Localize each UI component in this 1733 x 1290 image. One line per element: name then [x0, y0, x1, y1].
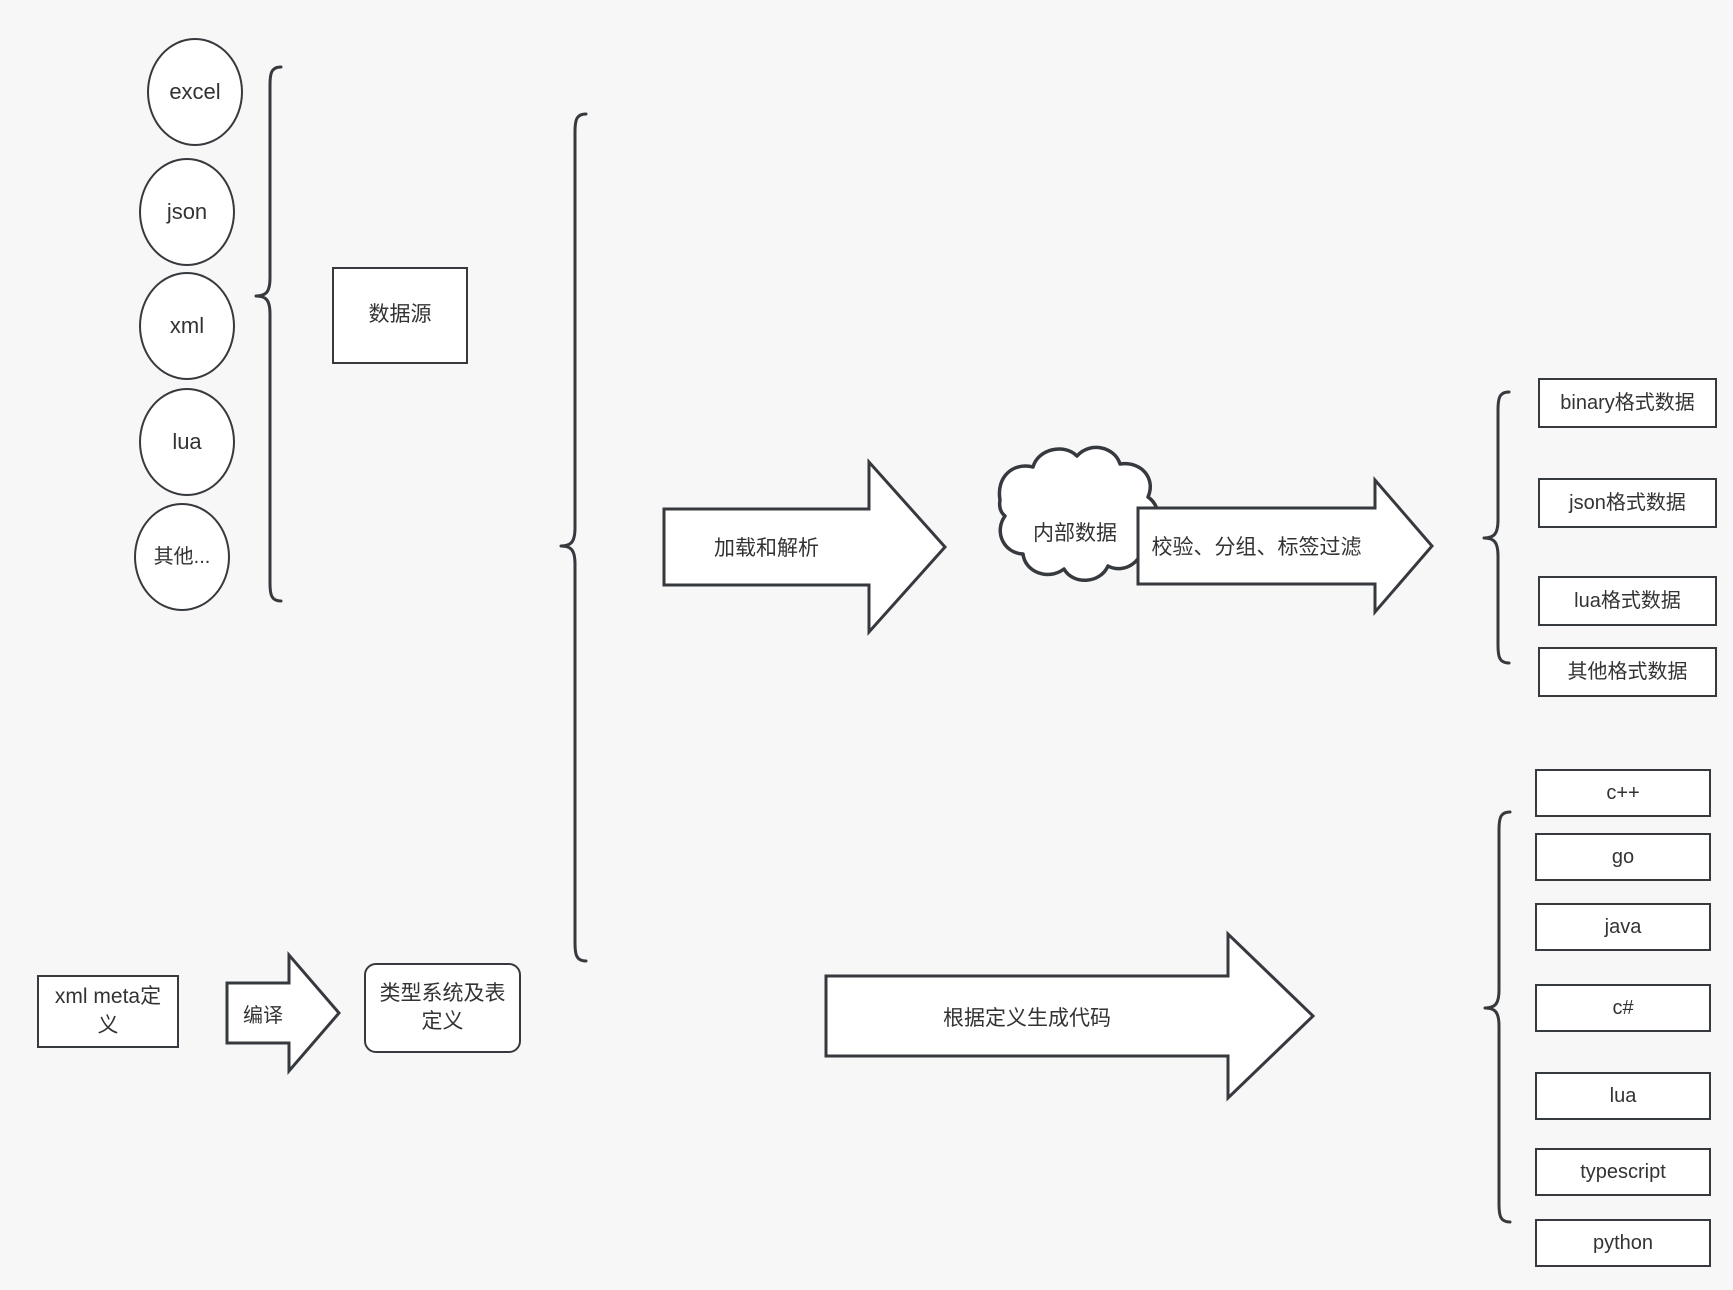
codegen-lang-cpp[interactable]: c++	[1535, 769, 1711, 817]
data-source-other-label: 其他...	[153, 545, 211, 568]
codegen-lang-csharp[interactable]: c#	[1535, 984, 1711, 1032]
codegen-lang-java-label: java	[1604, 915, 1642, 938]
type-system-label: 类型系统及表定义	[379, 981, 506, 1033]
codegen-lang-lua[interactable]: lua	[1535, 1072, 1711, 1120]
codegen-lang-python-label: python	[1592, 1231, 1654, 1254]
arrow-load-parse-label: 加载和解析	[714, 537, 819, 560]
type-system-box[interactable]: 类型系统及表定义	[364, 963, 521, 1053]
data-source-xml-label: xml	[169, 313, 205, 339]
codegen-lang-go-label: go	[1611, 845, 1635, 868]
data-source-excel[interactable]: excel	[147, 38, 243, 146]
arrow-validate-group-filter	[1136, 475, 1434, 617]
output-format-binary[interactable]: binary格式数据	[1538, 378, 1717, 428]
output-format-lua[interactable]: lua格式数据	[1538, 576, 1717, 626]
data-source-lua[interactable]: lua	[139, 388, 235, 496]
arrow-filter-label-wrap: 校验、分组、标签过滤	[1138, 523, 1375, 569]
xml-meta-definition-box[interactable]: xml meta定义	[37, 975, 179, 1048]
arrow-compile-label-wrap: 编译	[227, 993, 299, 1033]
cloud-internal-data-label-wrap: 内部数据	[995, 512, 1155, 552]
output-format-json[interactable]: json格式数据	[1538, 478, 1717, 528]
arrow-filter-label: 校验、分组、标签过滤	[1151, 536, 1362, 559]
arrow-compile-label: 编译	[243, 1004, 283, 1027]
arrow-compile	[225, 950, 341, 1076]
output-format-json-label: json格式数据	[1569, 491, 1686, 514]
data-source-lua-label: lua	[172, 429, 202, 455]
output-format-other-label: 其他格式数据	[1567, 660, 1688, 683]
data-source-group-box[interactable]: 数据源	[332, 267, 468, 364]
codegen-lang-cpp-label: c++	[1606, 781, 1640, 804]
arrow-load-parse	[662, 458, 948, 636]
output-format-lua-label: lua格式数据	[1574, 589, 1681, 612]
brace-data-sources	[254, 65, 283, 603]
data-source-group-label: 数据源	[368, 303, 432, 327]
output-format-other[interactable]: 其他格式数据	[1538, 647, 1717, 697]
data-source-json-label: json	[166, 199, 208, 225]
codegen-lang-lua-label: lua	[1609, 1084, 1637, 1107]
cloud-internal-data-label: 内部数据	[1033, 522, 1117, 545]
data-source-other[interactable]: 其他...	[134, 503, 230, 611]
arrow-generate-code-label: 根据定义生成代码	[943, 1007, 1111, 1030]
brace-codegen-languages	[1483, 810, 1512, 1224]
brace-pipeline-inputs	[559, 112, 588, 963]
codegen-lang-typescript[interactable]: typescript	[1535, 1148, 1711, 1196]
data-source-excel-label: excel	[169, 79, 221, 105]
data-source-json[interactable]: json	[139, 158, 235, 266]
codegen-lang-go[interactable]: go	[1535, 833, 1711, 881]
xml-meta-definition-label: xml meta定义	[54, 985, 162, 1037]
arrow-generate-code-label-wrap: 根据定义生成代码	[826, 996, 1228, 1038]
codegen-lang-java[interactable]: java	[1535, 903, 1711, 951]
codegen-lang-typescript-label: typescript	[1580, 1160, 1666, 1183]
codegen-lang-python[interactable]: python	[1535, 1219, 1711, 1267]
arrow-load-parse-label-wrap: 加载和解析	[664, 524, 869, 570]
brace-output-formats	[1482, 390, 1511, 665]
data-source-xml[interactable]: xml	[139, 272, 235, 380]
output-format-binary-label: binary格式数据	[1560, 391, 1695, 414]
arrow-generate-code	[824, 930, 1316, 1102]
codegen-lang-csharp-label: c#	[1612, 996, 1634, 1019]
